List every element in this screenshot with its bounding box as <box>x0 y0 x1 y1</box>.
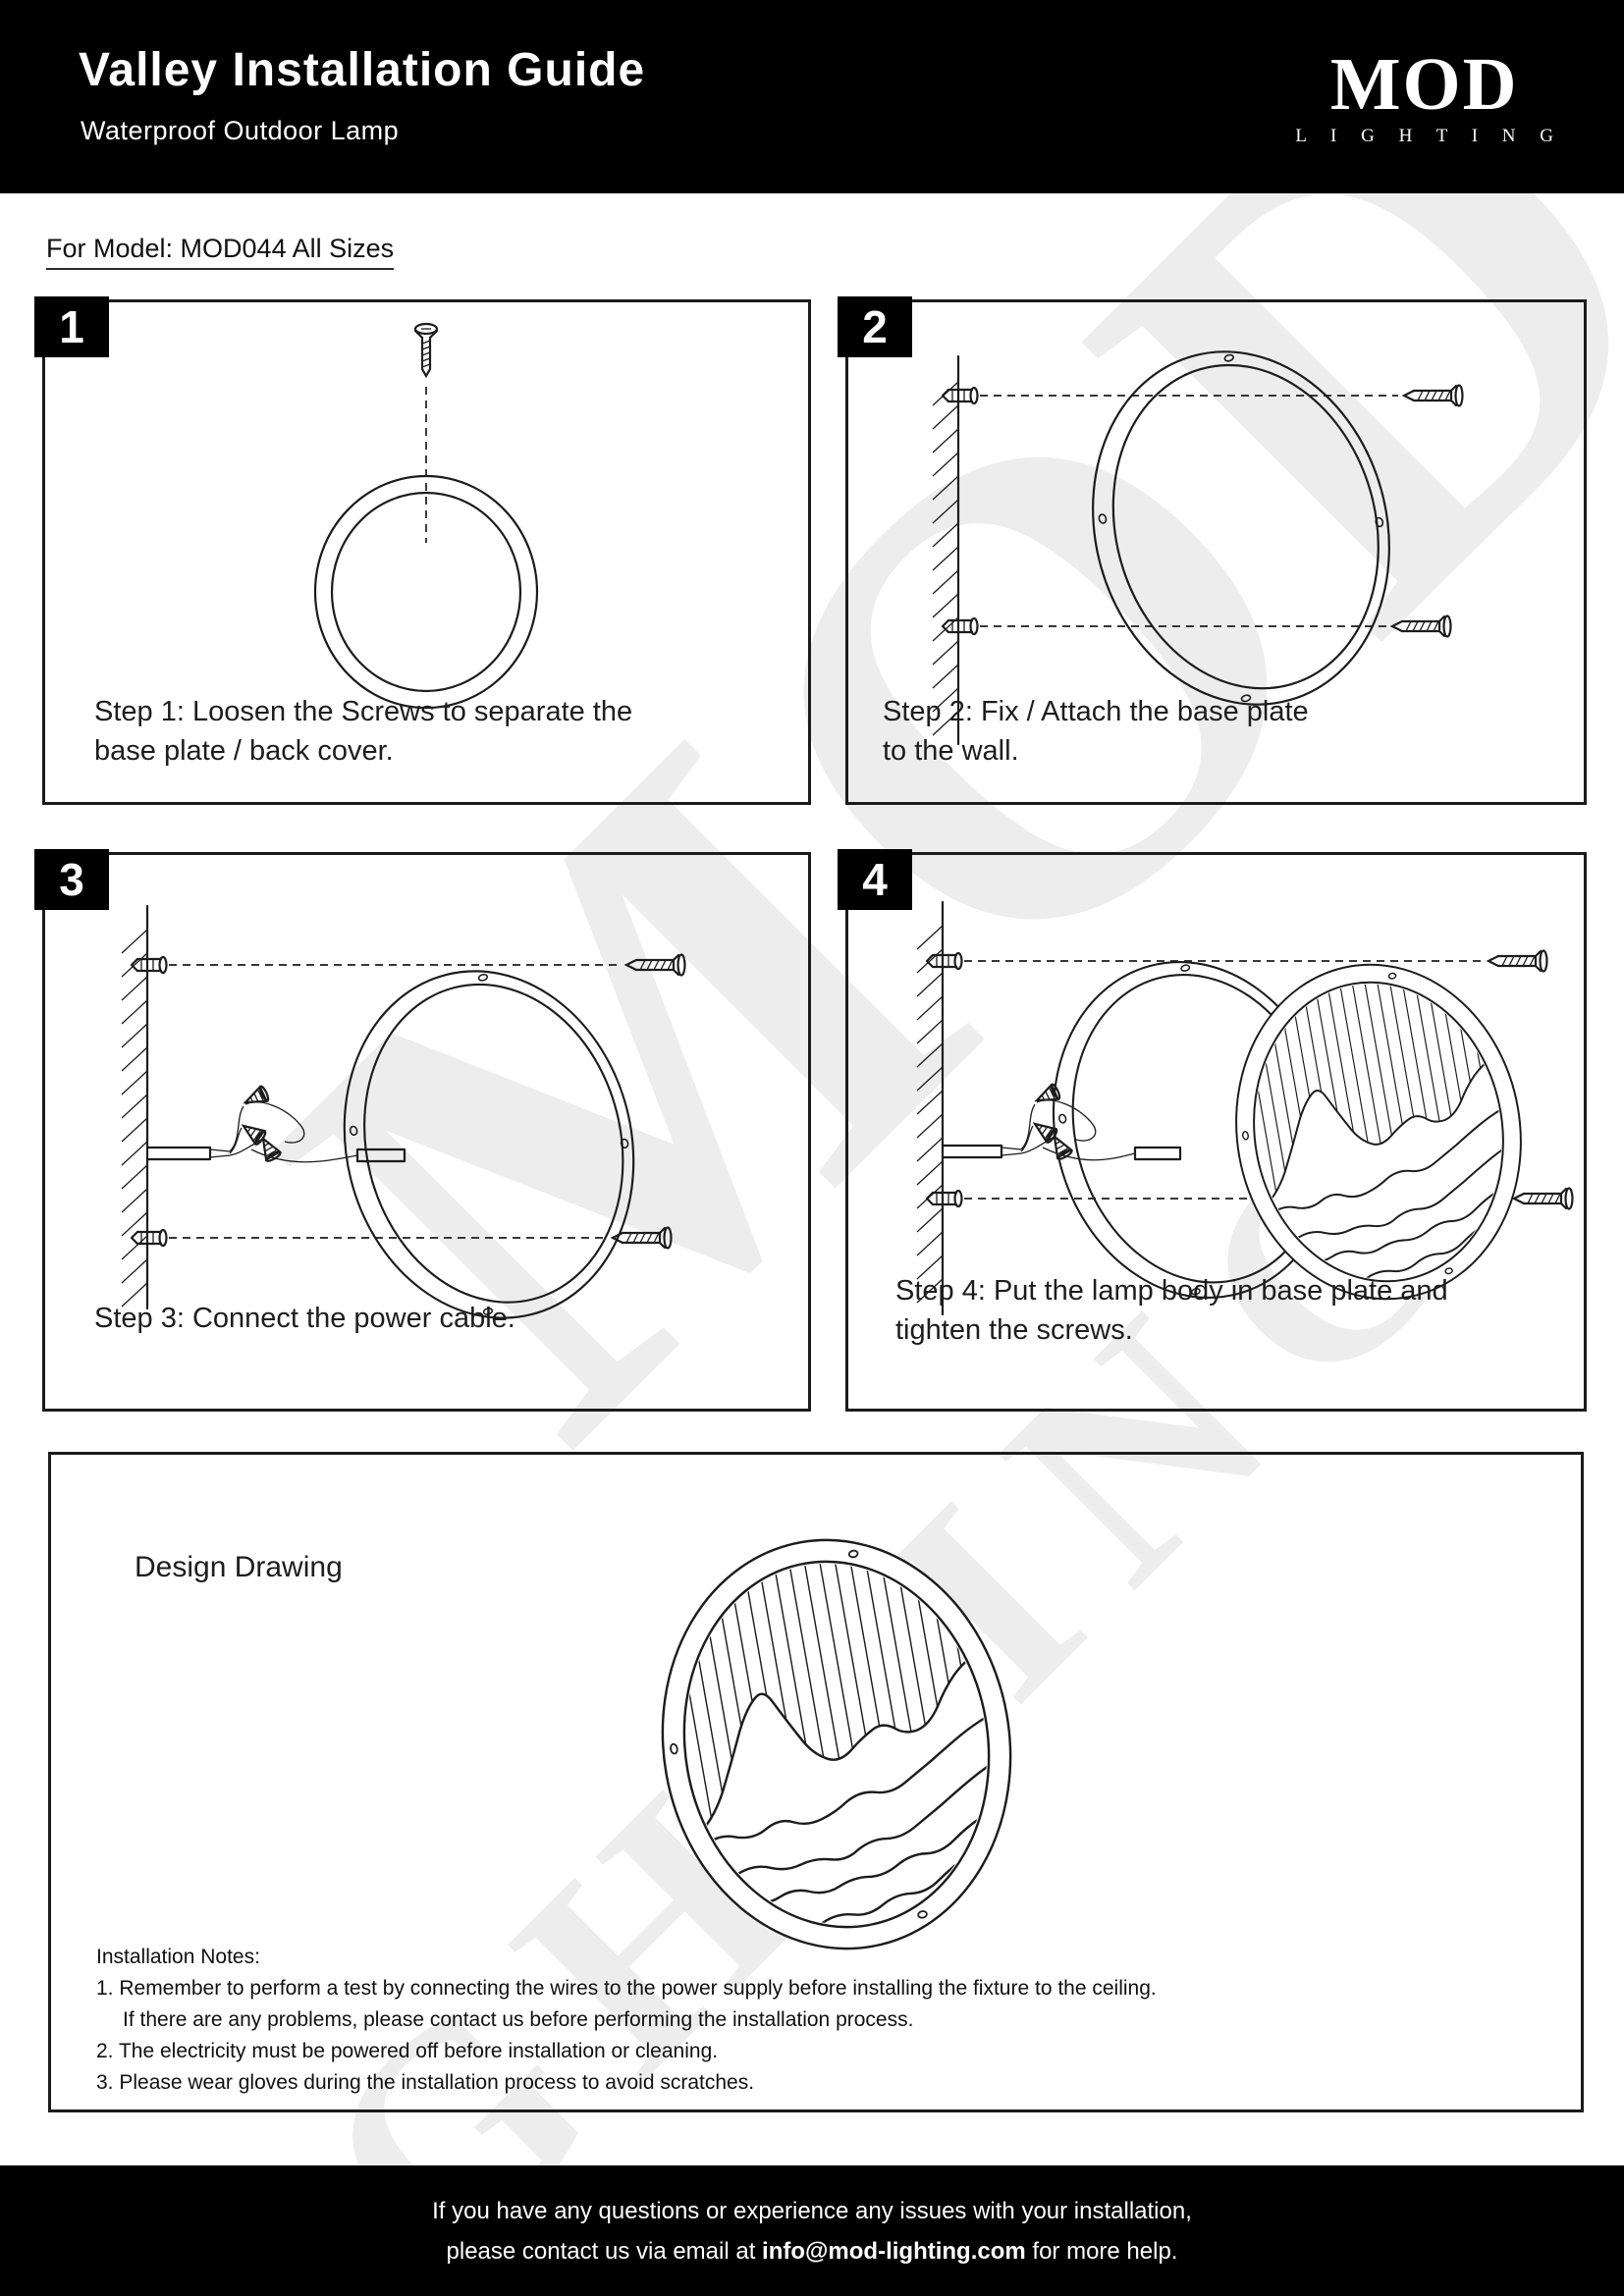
model-line: For Model: MOD044 All Sizes <box>46 234 395 270</box>
brand-logo-lighting: L I G H T I N G <box>1295 126 1563 147</box>
design-drawing-title: Design Drawing <box>135 1551 343 1583</box>
installation-note-line: 2. The electricity must be powered off b… <box>96 2040 719 2062</box>
step-caption-2: Step 2: Fix / Attach the base plate to t… <box>883 695 1309 767</box>
footer-email-link[interactable]: info@mod-lighting.com <box>762 2237 1026 2265</box>
brand-logo-mod: MOD <box>1329 43 1519 126</box>
step-number-badge-4: 4 <box>838 849 912 910</box>
installation-note-line: If there are any problems, please contac… <box>123 2008 914 2031</box>
step-caption-3: Step 3: Connect the power cable. <box>94 1302 515 1334</box>
step-panel-3: 3 Step 3: Connect the power cable. <box>34 849 811 1412</box>
step-1-illustration <box>313 322 539 710</box>
footer-line-1: If you have any questions or experience … <box>432 2198 1192 2224</box>
installation-note-line: 3. Please wear gloves during the install… <box>96 2071 755 2094</box>
footer-contact-prefix: please contact us via email at <box>446 2237 763 2265</box>
step-panel-1: 1 Step 1: Loosen the Screws to separate … <box>34 296 811 805</box>
step-number-badge-2: 2 <box>838 296 912 357</box>
step-3-illustration <box>121 904 686 1351</box>
design-drawing-panel: Design Drawing Installation Notes: 1. Re… <box>48 1452 1584 2112</box>
brand-logo: MOD L I G H T I N G <box>1285 43 1563 147</box>
step-caption-4: Step 4: Put the lamp body in base plate … <box>895 1274 1448 1346</box>
step-2-illustration <box>932 315 1464 746</box>
step-number-badge-1: 1 <box>34 296 109 357</box>
header-band: Valley Installation Guide Waterproof Out… <box>0 0 1624 193</box>
step-panel-4: 4 Step 4: Put the lamp body in base pla <box>838 849 1587 1412</box>
page-subtitle: Waterproof Outdoor Lamp <box>81 116 400 145</box>
page-title: Valley Installation Guide <box>79 44 646 96</box>
step-number-badge-3: 3 <box>34 849 109 910</box>
footer-band: If you have any questions or experience … <box>0 2165 1624 2296</box>
footer-line-2: please contact us via email at info@mod-… <box>0 2232 1624 2272</box>
installation-note-line: 1. Remember to perform a test by connect… <box>96 1977 1157 2000</box>
installation-notes: Installation Notes: 1. Remember to perfo… <box>96 1942 1157 2099</box>
step-4-illustration <box>916 900 1574 1331</box>
step-panel-2: 2 Step 2: Fix / Attach the base plate to… <box>838 296 1587 805</box>
step-caption-1: Step 1: Loosen the Screws to separate th… <box>94 695 633 767</box>
installation-notes-title: Installation Notes: <box>96 1946 260 1968</box>
footer-contact-suffix: for more help. <box>1025 2237 1178 2265</box>
